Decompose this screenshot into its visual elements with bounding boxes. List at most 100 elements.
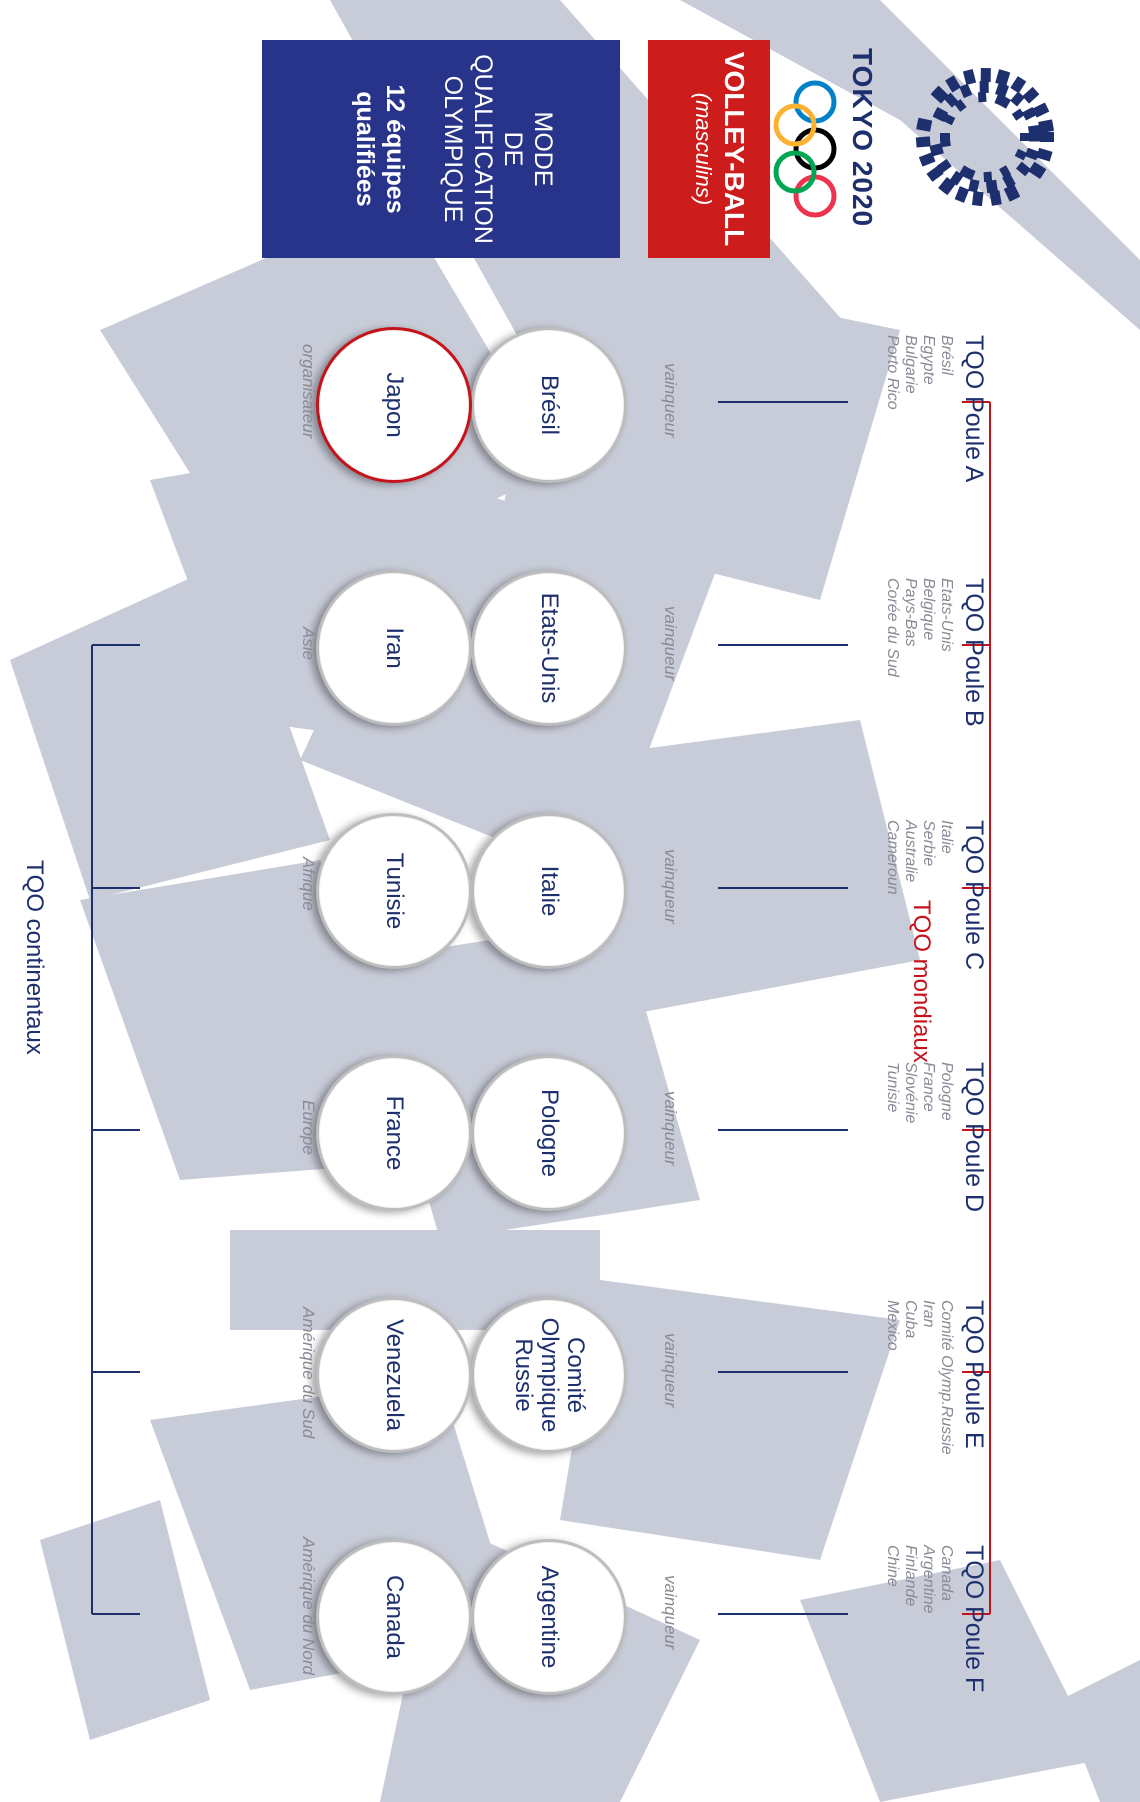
pool-b: TQO Poule B Etats-Unis Belgique Pays-Bas… bbox=[883, 578, 988, 798]
emblem-check bbox=[1036, 147, 1053, 162]
olympic-rings-icon bbox=[773, 80, 837, 218]
emblem-check bbox=[918, 152, 936, 167]
emblem-check bbox=[926, 165, 944, 182]
emblem-check bbox=[940, 133, 950, 141]
pool-teams: Pologne France Slovénie Tunisie bbox=[884, 1062, 955, 1124]
emblem-check bbox=[1014, 148, 1028, 161]
emblem-check bbox=[1011, 108, 1025, 121]
bg-shape bbox=[1060, 1660, 1140, 1802]
team-circle-bresil: Brésil bbox=[471, 327, 627, 483]
pool-teams: Etats-Unis Belgique Pays-Bas Corée du Su… bbox=[884, 578, 955, 677]
continent-label-amerique-nord: Amérique du Nord bbox=[299, 1537, 318, 1675]
emblem-check bbox=[995, 69, 1009, 86]
emblem-check bbox=[1029, 161, 1047, 178]
bg-shape bbox=[560, 720, 920, 1020]
pool-d: TQO Poule D Pologne France Slovénie Tuni… bbox=[883, 1062, 988, 1282]
team-circle-canada: Canada bbox=[316, 1539, 472, 1695]
pool-a: TQO Poule A Brésil Egypte Bulgarie Porto… bbox=[883, 335, 988, 555]
route-label: vainqueur bbox=[661, 1333, 680, 1408]
team-circle-pologne: Pologne bbox=[471, 1055, 627, 1211]
team-circle-russie: Comité Olympique Russie bbox=[471, 1297, 627, 1453]
pool-teams: Italie Serbie Australie Cameroun bbox=[884, 820, 955, 895]
route-label: vainqueur bbox=[661, 363, 680, 438]
continent-label-europe: Europe bbox=[299, 1100, 318, 1155]
tokyo-2020-emblem-icon bbox=[915, 67, 1054, 207]
pool-title: TQO Poule E bbox=[960, 1300, 988, 1449]
route-label: vainqueur bbox=[661, 1091, 680, 1166]
team-circle-japon-host: Japon bbox=[316, 327, 472, 483]
continent-label-afrique: Afrique bbox=[299, 857, 318, 911]
continentaux-bracket bbox=[91, 644, 140, 1615]
pool-title: TQO Poule D bbox=[960, 1062, 988, 1213]
emblem-check bbox=[971, 191, 984, 207]
emblem-check bbox=[933, 106, 949, 121]
bg-shape bbox=[40, 1500, 210, 1740]
pool-c: TQO Poule C Italie Serbie Australie Came… bbox=[883, 820, 988, 1040]
emblem-check bbox=[1015, 161, 1031, 177]
emblem-check bbox=[989, 190, 1002, 206]
emblem-check bbox=[1021, 106, 1037, 121]
team-circle-iran: Iran bbox=[316, 570, 472, 726]
emblem-check bbox=[1027, 124, 1042, 136]
continent-label-asie: Asie bbox=[299, 627, 318, 661]
pool-teams: Brésil Egypte Bulgarie Porto Rico bbox=[884, 335, 955, 410]
team-circle-venezuela: Venezuela bbox=[316, 1297, 472, 1453]
emblem-check bbox=[916, 119, 932, 132]
team-circle-argentine: Argentine bbox=[471, 1539, 627, 1695]
pool-title: TQO Poule C bbox=[960, 820, 988, 971]
emblem-check bbox=[979, 80, 989, 94]
emblem-check bbox=[985, 180, 997, 194]
route-label: vainqueur bbox=[661, 1575, 680, 1650]
host-label: organisateur bbox=[299, 344, 318, 439]
emblem-check bbox=[959, 83, 973, 99]
team-circle-france: France bbox=[316, 1055, 472, 1211]
emblem-check bbox=[999, 165, 1011, 178]
emblem-check bbox=[1010, 76, 1027, 94]
bg-shape bbox=[800, 1560, 1100, 1802]
pool-e: TQO Poule E Comité Olymp.Russie Iran Cub… bbox=[883, 1300, 988, 1520]
bg-shape bbox=[230, 1230, 600, 1330]
pool-teams: Canada Argentine Finlande Chine bbox=[884, 1545, 955, 1614]
emblem-check bbox=[1040, 132, 1054, 142]
emblem-check bbox=[1005, 184, 1021, 201]
pool-connectors bbox=[718, 401, 848, 1615]
team-circle-etats-unis: Etats-Unis bbox=[471, 570, 627, 726]
emblem-check bbox=[945, 75, 961, 93]
emblem-check bbox=[983, 171, 993, 183]
mondiaux-bracket bbox=[962, 401, 991, 1615]
emblem-check bbox=[915, 136, 931, 148]
emblem-check bbox=[999, 96, 1011, 109]
emblem-check bbox=[968, 178, 980, 193]
continent-label-amerique-sud: Amérique du Sud bbox=[299, 1307, 318, 1439]
emblem-check bbox=[962, 68, 977, 85]
pool-title: TQO Poule B bbox=[960, 578, 988, 727]
pool-teams: Comité Olymp.Russie Iran Cuba Mexico bbox=[884, 1300, 955, 1455]
emblem-check bbox=[954, 99, 967, 112]
bg-shape bbox=[560, 1280, 900, 1560]
route-label: vainqueur bbox=[661, 606, 680, 681]
pool-title: TQO Poule F bbox=[960, 1545, 988, 1693]
bg-shape bbox=[10, 560, 330, 900]
emblem-check bbox=[1022, 86, 1040, 104]
emblem-check bbox=[954, 186, 970, 203]
emblem-check bbox=[1038, 119, 1054, 132]
pool-f: TQO Poule F Canada Argentine Finlande Ch… bbox=[883, 1545, 988, 1765]
team-circle-italie: Italie bbox=[471, 813, 627, 969]
emblem-check bbox=[1010, 91, 1025, 107]
emblem-check bbox=[1002, 173, 1016, 189]
route-label: vainqueur bbox=[661, 849, 680, 924]
emblem-check bbox=[959, 165, 971, 178]
continentaux-label: TQO continentaux bbox=[21, 860, 48, 1055]
team-circle-tunisie: Tunisie bbox=[316, 813, 472, 969]
bg-shape bbox=[680, 0, 1140, 330]
emblem-check bbox=[936, 158, 952, 174]
emblem-check bbox=[939, 177, 956, 196]
emblem-check bbox=[929, 143, 944, 155]
emblem-check bbox=[1024, 147, 1040, 161]
pool-title: TQO Poule A bbox=[960, 335, 988, 483]
emblem-check bbox=[930, 86, 948, 104]
emblem-check bbox=[977, 91, 987, 103]
emblem-check bbox=[1020, 133, 1030, 141]
